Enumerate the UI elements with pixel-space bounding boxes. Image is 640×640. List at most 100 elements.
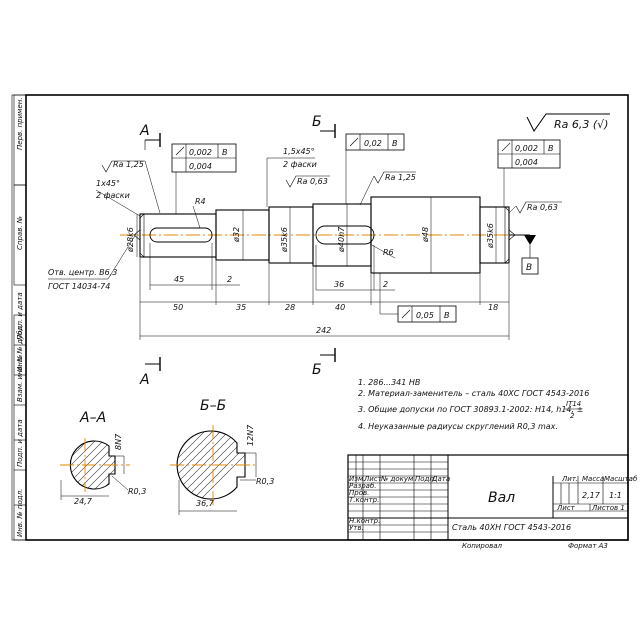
section-marker-b-top: Б [312, 114, 336, 138]
dim-d48: ø48 [421, 227, 430, 243]
tol-left-1-ref: В [222, 148, 228, 157]
tol-left-1: 0,002 [189, 148, 212, 157]
shaft-main-view [120, 196, 522, 274]
note-4: 4. Неуказанные радиусы скруглений R0,3 m… [358, 422, 558, 431]
note-2: 2. Материал-заменитель – сталь 40ХС ГОСТ… [358, 389, 589, 398]
tb-role-ncontr: Н.контр. [349, 517, 380, 525]
bb-depth: 12N7 [246, 424, 255, 446]
side-label-7: Инв. № подл. [16, 489, 24, 537]
diameter-dimensions: ø28k6 ø32 ø35k6 ø40h7 ø48 ø35k6 [126, 197, 497, 273]
bottom-runout: 0,05 В [379, 273, 457, 323]
tb-row-list: Лист [363, 475, 383, 483]
ra-mid: Ra 0,63 [297, 177, 328, 186]
tb-row-date: Дата [431, 475, 450, 483]
tol-right-1-ref: В [548, 144, 554, 153]
section-aa: А–А 8N7 [60, 410, 146, 506]
chamfer-left-note: 2 фаски [96, 191, 130, 200]
tb-row-doc: № докум. [380, 475, 416, 483]
dim-d32: ø32 [232, 227, 241, 243]
tb-role-tcontr: Т.контр. [349, 496, 379, 504]
section-a-letter-top: А [139, 123, 150, 139]
dim-d35-left: ø35k6 [280, 227, 289, 253]
tb-role-approve: Утв. [349, 524, 364, 532]
tol-mid: 0,02 [364, 139, 382, 148]
left-annotations: Ra 1,25 1х45° 2 фаски 0,002 В 0,004 R4 О… [48, 143, 237, 291]
sheet-frame: Перв. примен. Справ. № Подп. и дата Инв.… [11, 94, 629, 541]
tb-mass: 2,17 [582, 491, 601, 500]
ra-right: Ra 0,63 [527, 203, 558, 212]
dim-242: 242 [316, 326, 331, 335]
datum-b: В [526, 263, 532, 273]
mid-annotations: 1,5х45° 2 фаски Ra 0,63 0,02 В Ra 1,25 R… [266, 133, 416, 259]
general-roughness-symbol: Ra 6,3 (√) [526, 113, 610, 132]
bb-width: 36,7 [196, 499, 215, 508]
aa-width: 24,7 [74, 497, 93, 506]
tol-right-2: 0,004 [515, 158, 538, 167]
ra-left: Ra 1,25 [113, 160, 144, 169]
tb-scale: 1:1 [609, 491, 622, 500]
section-marker-a-top: А [139, 123, 161, 150]
tb-row-sign: Подп. [415, 475, 436, 483]
tb-role-check: Пров. [349, 489, 369, 497]
note-3-frac-num: IT14 [566, 400, 581, 408]
note-3: 3. Общие допуски по ГОСТ 30893.1-2002: H… [358, 405, 583, 414]
tb-part-name: Вал [488, 490, 515, 506]
tb-sheet: Лист [556, 504, 576, 512]
aa-radius: R0,3 [128, 487, 146, 496]
tb-copied: Копировал [462, 542, 503, 550]
center-hole-2: ГОСТ 14034-74 [48, 282, 110, 291]
tol-right-1: 0,002 [515, 144, 538, 153]
tb-format: Формат А3 [568, 542, 608, 550]
side-label-4: Инв. № дубл. [16, 324, 24, 372]
side-label-2: Справ. № [16, 216, 24, 250]
tb-scale-header: Масштаб [604, 475, 638, 483]
tb-sheets: Листов 1 [591, 504, 625, 512]
section-marker-b-bottom: Б [312, 348, 336, 378]
dim-d28: ø28k6 [126, 227, 135, 253]
dim-18: 18 [488, 303, 498, 312]
ra-mid2: Ra 1,25 [385, 173, 416, 182]
side-label-6: Подп. и дата [16, 419, 24, 467]
r4-label: R4 [195, 197, 206, 206]
dim-2-left: 2 [227, 275, 232, 284]
tol-left-2: 0,004 [189, 162, 212, 171]
center-hole-1: Отв. центр. В6,3 [48, 268, 117, 277]
dim-40: 40 [335, 303, 345, 312]
right-annotations: 0,002 В 0,004 Ra 0,63 В [497, 139, 562, 275]
dim-d35-right: ø35k6 [486, 223, 495, 249]
dim-45: 45 [174, 275, 184, 284]
general-roughness-text: Ra 6,3 (√) [554, 118, 608, 131]
r6-label: R6 [383, 248, 394, 257]
section-bb-title: Б–Б [200, 398, 226, 414]
dim-36: 36 [334, 280, 344, 289]
section-b-letter-top: Б [312, 114, 322, 130]
side-label-5: Взам. инв. № [16, 354, 24, 402]
section-b-letter-bottom: Б [312, 362, 322, 378]
aa-depth: 8N7 [114, 433, 123, 450]
section-a-letter-bottom: А [139, 372, 150, 388]
section-bb: Б–Б 12N7 36,7 R0,3 [170, 398, 274, 515]
note-3-frac-den: 2 [570, 412, 575, 420]
dim-d40: ø40h7 [337, 226, 346, 253]
tb-row-izm: Изм. [349, 475, 365, 483]
dim-28: 28 [285, 303, 295, 312]
runout-bottom-ref: В [444, 311, 450, 320]
chamfer-left: 1х45° [96, 179, 120, 188]
tb-material: Сталь 40ХН ГОСТ 4543-2016 [452, 523, 571, 532]
tol-mid-ref: В [392, 139, 398, 148]
technical-notes: 1. 286...341 HB 2. Материал-заменитель –… [358, 378, 589, 431]
chamfer-mid-note: 2 фаски [283, 160, 317, 169]
dim-2-right: 2 [383, 280, 388, 289]
section-aa-title: А–А [79, 410, 106, 426]
title-block: Изм. Лист № докум. Подп. Дата Разраб. Пр… [347, 454, 638, 550]
tb-role-dev: Разраб. [349, 482, 377, 490]
dim-35: 35 [236, 303, 246, 312]
side-label-3: Подп. и дата [16, 292, 24, 340]
bb-radius: R0,3 [256, 477, 274, 486]
tb-mass-header: Масса [582, 475, 604, 483]
length-dimensions: 45 2 36 2 50 35 28 40 18 242 [139, 243, 510, 340]
side-label-1: Перв. примен. [16, 97, 24, 150]
runout-bottom: 0,05 [416, 311, 434, 320]
chamfer-mid: 1,5х45° [283, 147, 315, 156]
